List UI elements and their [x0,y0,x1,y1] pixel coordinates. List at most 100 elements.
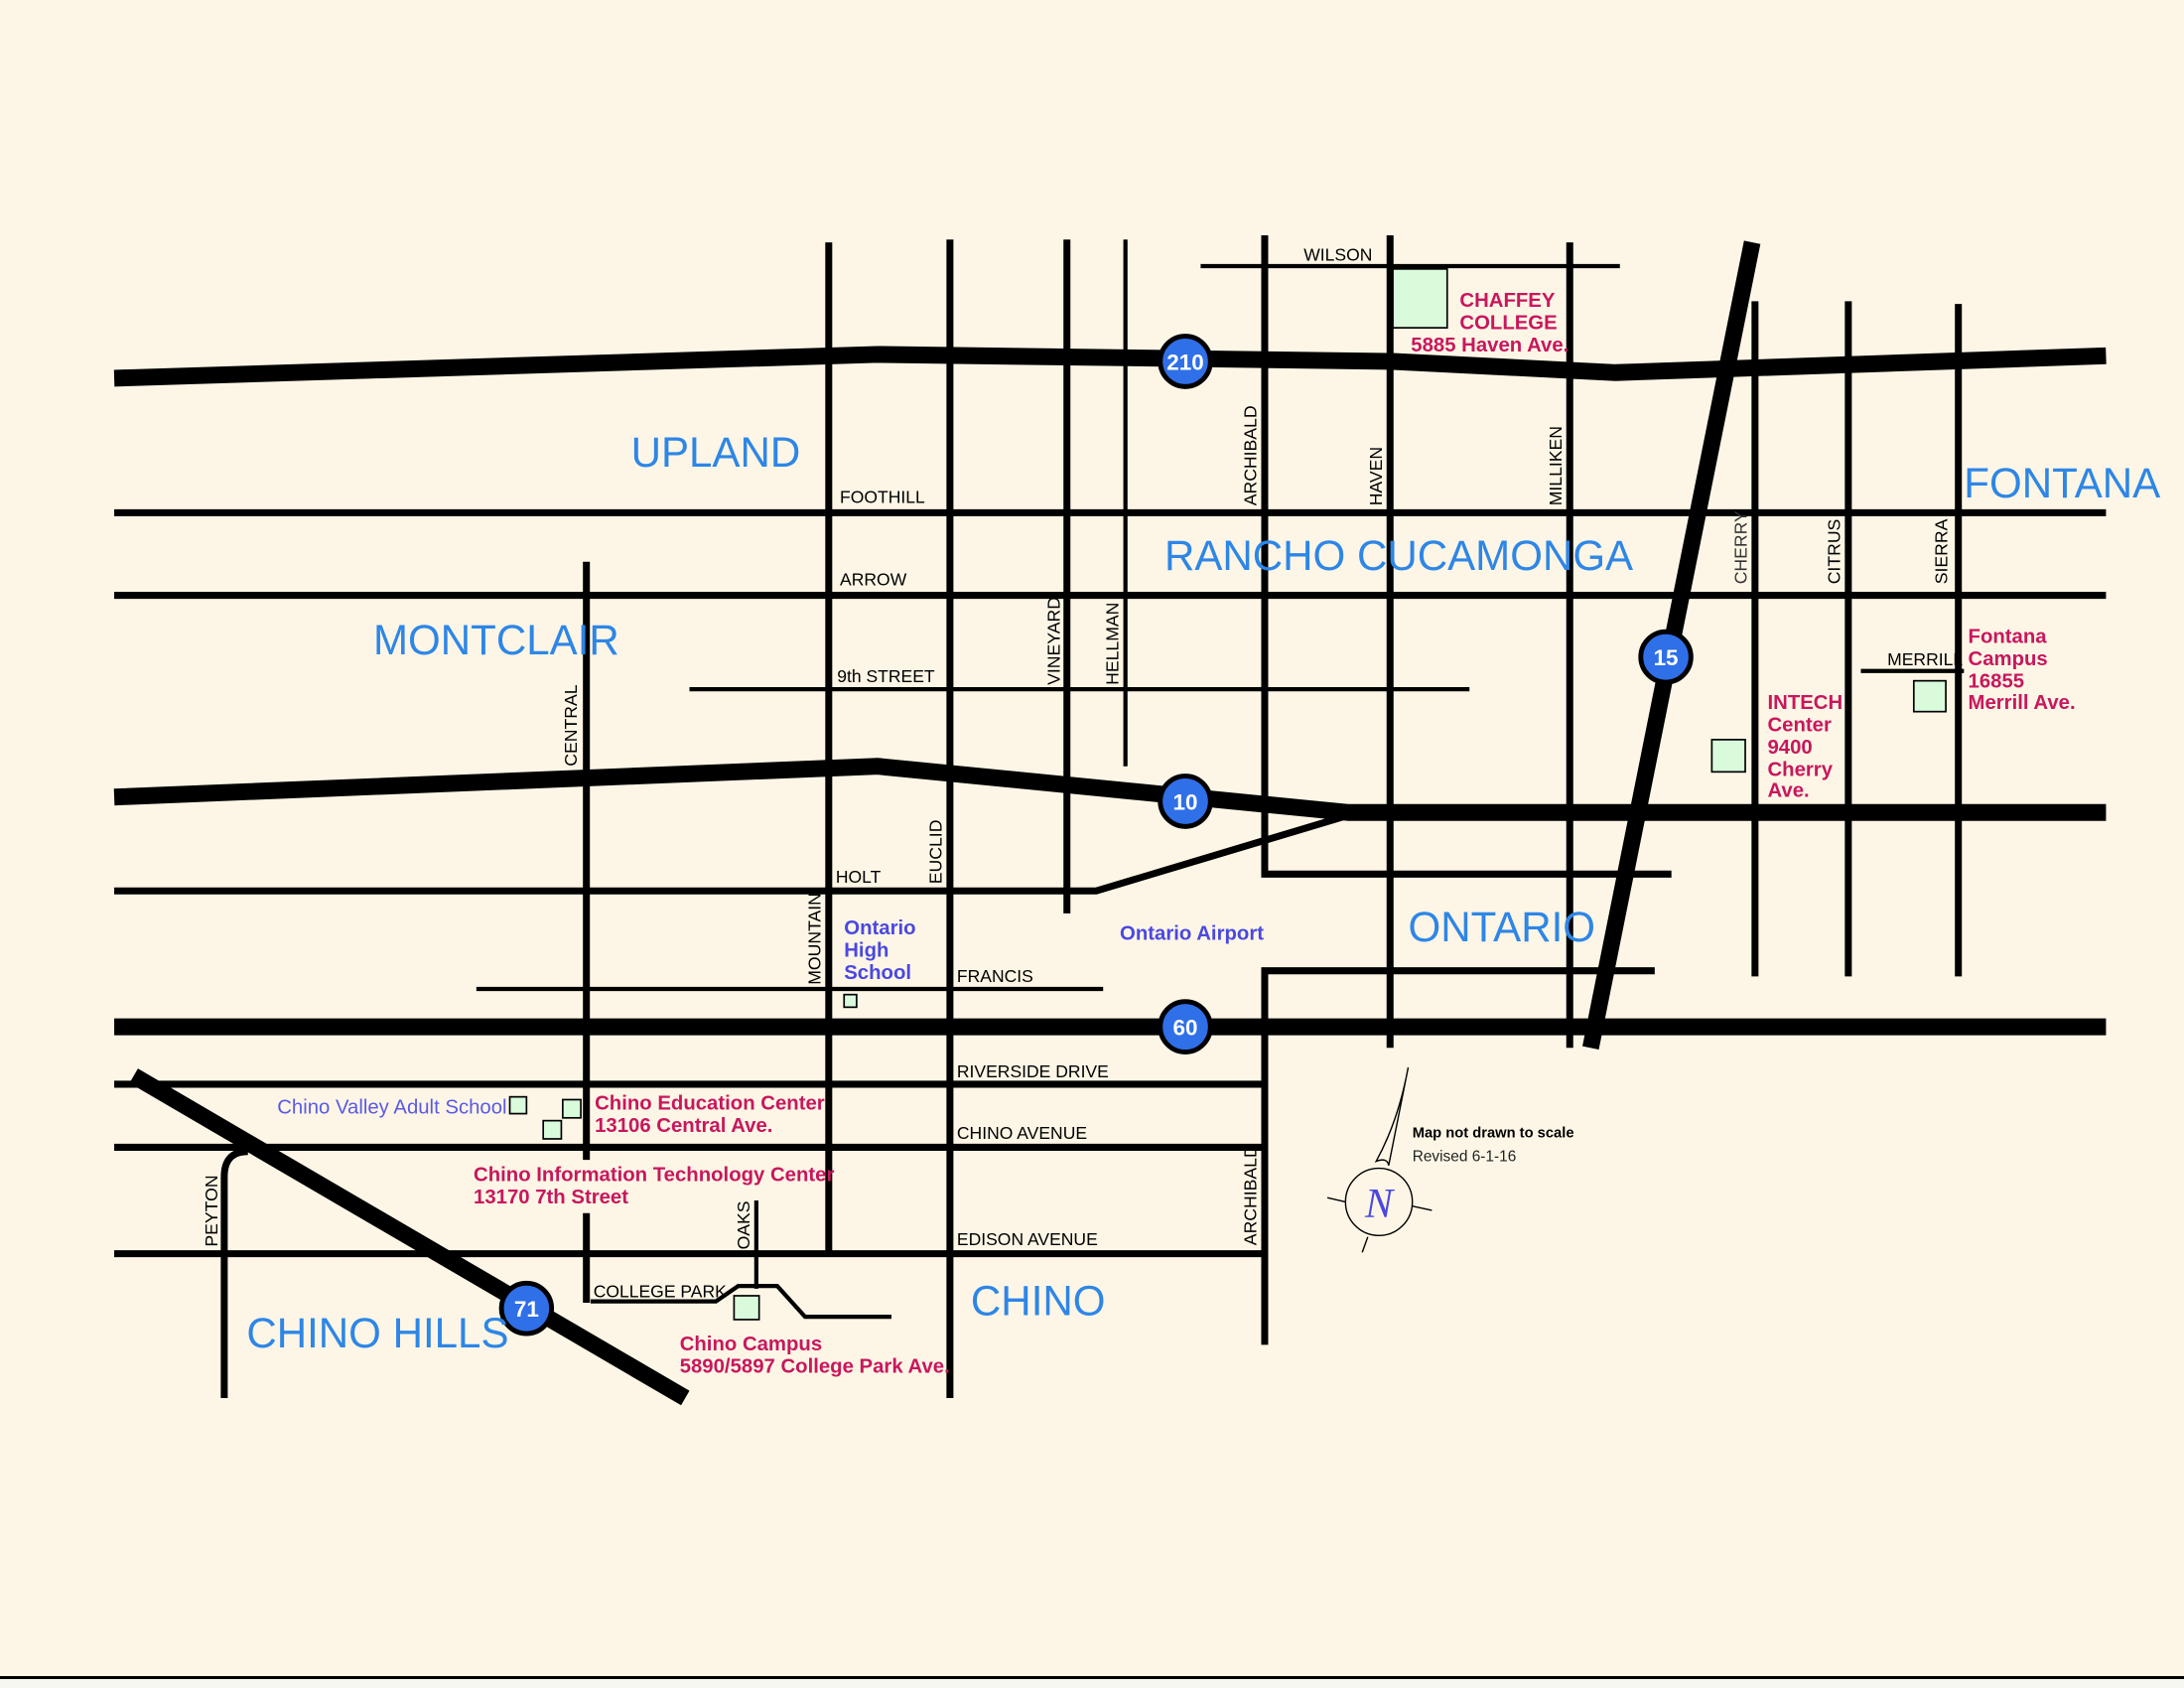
shield-210: 210 [1158,334,1213,389]
label-edison-avenue: EDISON AVENUE [957,1229,1098,1249]
city-fontana: FONTANA [1964,460,2161,506]
chino-valley-adult-school-building[interactable] [508,1095,528,1115]
campus-intech-center[interactable]: INTECH Center 9400 Cherry Ave. [1767,692,1843,802]
compass-tick-e [1412,1204,1433,1211]
north-arrow-needle [1374,1066,1410,1166]
chaffey-label-line2: COLLEGE [1459,312,1557,334]
campus-chino-it-center[interactable]: Chino Information Technology Center 1317… [474,1164,834,1208]
compass-tick-w [1326,1196,1346,1203]
label-riverside-drive: RIVERSIDE DRIVE [957,1061,1109,1081]
label-college-park: COLLEGE PARK [594,1281,727,1301]
label-euclid: EUCLID [926,820,946,885]
street-labels: WILSON FOOTHILL ARROW 9th STREET HOLT FR… [202,244,1963,1301]
chino-campus-building[interactable] [733,1295,760,1321]
intech-address-street: Cherry [1767,760,1833,781]
label-wilson: WILSON [1303,244,1372,264]
label-hellman: HELLMAN [1103,603,1123,685]
label-foothill: FOOTHILL [840,487,925,506]
campus-fontana[interactable]: Fontana Campus 16855 Merrill Ave. [1969,627,2076,714]
label-haven: HAVEN [1366,447,1386,505]
chino-education-center-building-a[interactable] [561,1098,582,1119]
revised-date: Revised 6-1-16 [1413,1149,1517,1166]
fontana-address-number: 16855 [1969,671,2025,693]
fontana-label-line1: Fontana [1969,627,2048,648]
fontana-address-street: Merrill Ave. [1969,692,2076,714]
label-oaks: OAKS [734,1200,753,1249]
label-francis: FRANCIS [957,966,1033,986]
shield-15: 15 [1638,629,1694,685]
chino-campus-address: 5890/5897 College Park Ave. [680,1356,950,1378]
city-upland: UPLAND [631,429,801,476]
chino-it-label: Chino Information Technology Center [474,1164,834,1186]
city-montclair: MONTCLAIR [373,617,619,663]
chino-ed-label: Chino Education Center [595,1092,825,1114]
ontario-hs-line1: Ontario [844,917,915,939]
ontario-hs-line3: School [844,962,911,984]
shield-10: 10 [1158,774,1213,829]
bottom-strip [0,1679,2184,1688]
intech-address-suffix: Ave. [1767,780,1809,802]
label-holt: HOLT [836,867,882,887]
campus-chino[interactable]: Chino Campus 5890/5897 College Park Ave. [680,1334,950,1378]
street-archibald-south [1261,967,1655,1345]
city-rancho-cucamonga: RANCHO CUCAMONGA [1164,532,1634,579]
shield-10-label: 10 [1173,789,1198,814]
poi-ontario-airport[interactable]: Ontario Airport [1120,923,1264,945]
compass-circle [1344,1167,1414,1237]
label-mountain: MOUNTAIN [804,893,824,985]
chaffey-address: 5885 Haven Ave. [1411,335,1569,356]
label-peyton: PEYTON [202,1175,221,1246]
horizontal-streets [114,263,2107,1320]
label-9th-street: 9th STREET [837,666,935,686]
street-peyton [220,1148,248,1398]
chino-campus-label: Chino Campus [680,1334,822,1355]
label-arrow: ARROW [840,570,907,590]
label-citrus: CITRUS [1824,519,1843,585]
shield-71: 71 [498,1280,555,1336]
poi-ontario-high-school[interactable]: Ontario High School [844,917,915,984]
city-chino-hills: CHINO HILLS [246,1310,508,1356]
city-chino: CHINO [971,1278,1106,1325]
freeways [113,240,2107,1406]
fontana-campus-building[interactable] [1912,679,1947,713]
chino-ed-address: 13106 Central Ave. [595,1115,772,1137]
north-arrow: N [1326,1066,1433,1253]
label-milliken: MILLIKEN [1546,426,1566,505]
shield-60-label: 60 [1173,1016,1198,1041]
label-archibald: ARCHIBALD [1241,405,1261,505]
city-labels: UPLAND MONTCLAIR RANCHO CUCAMONGA FONTAN… [246,429,2161,1357]
label-sierra: SIERRA [1932,518,1952,584]
intech-label-line1: INTECH [1767,692,1843,714]
compass-tick-s [1361,1236,1369,1253]
campus-chaffey-college[interactable]: CHAFFEY COLLEGE 5885 Haven Ave. [1411,290,1569,356]
poi-chino-valley-adult-school[interactable]: Chino Valley Adult School [277,1097,506,1119]
street-college-park [590,1283,891,1320]
chino-it-address: 13170 7th Street [474,1187,628,1208]
shield-15-label: 15 [1654,645,1679,670]
label-cherry: CHERRY [1730,510,1750,584]
label-merrill: MERRILL [1887,649,1963,669]
shield-71-label: 71 [514,1297,539,1322]
campus-chino-education-center[interactable]: Chino Education Center 13106 Central Ave… [595,1092,825,1137]
street-holt [114,811,1350,895]
intech-address-number: 9400 [1767,737,1812,759]
label-central: CENTRAL [561,684,581,766]
freeway-71 [129,1068,690,1406]
label-archibald-south: ARCHIBALD [1241,1145,1261,1245]
buildings [508,268,1947,1321]
city-ontario: ONTARIO [1408,904,1595,950]
intech-center-building[interactable] [1710,739,1746,774]
ontario-high-school-marker[interactable] [843,993,858,1009]
freeway-210 [113,346,2107,387]
chaffey-college-building[interactable] [1392,268,1448,329]
chino-education-center-building-b[interactable] [542,1119,563,1140]
intech-label-line2: Center [1767,714,1831,736]
chaffey-label-line1: CHAFFEY [1459,290,1555,312]
bottom-border [0,1676,2184,1679]
freeway-10 [113,758,2107,821]
fontana-label-line2: Campus [1969,648,2048,670]
shield-60: 60 [1158,999,1213,1055]
ontario-hs-line2: High [844,940,888,962]
north-letter: N [1364,1181,1396,1227]
